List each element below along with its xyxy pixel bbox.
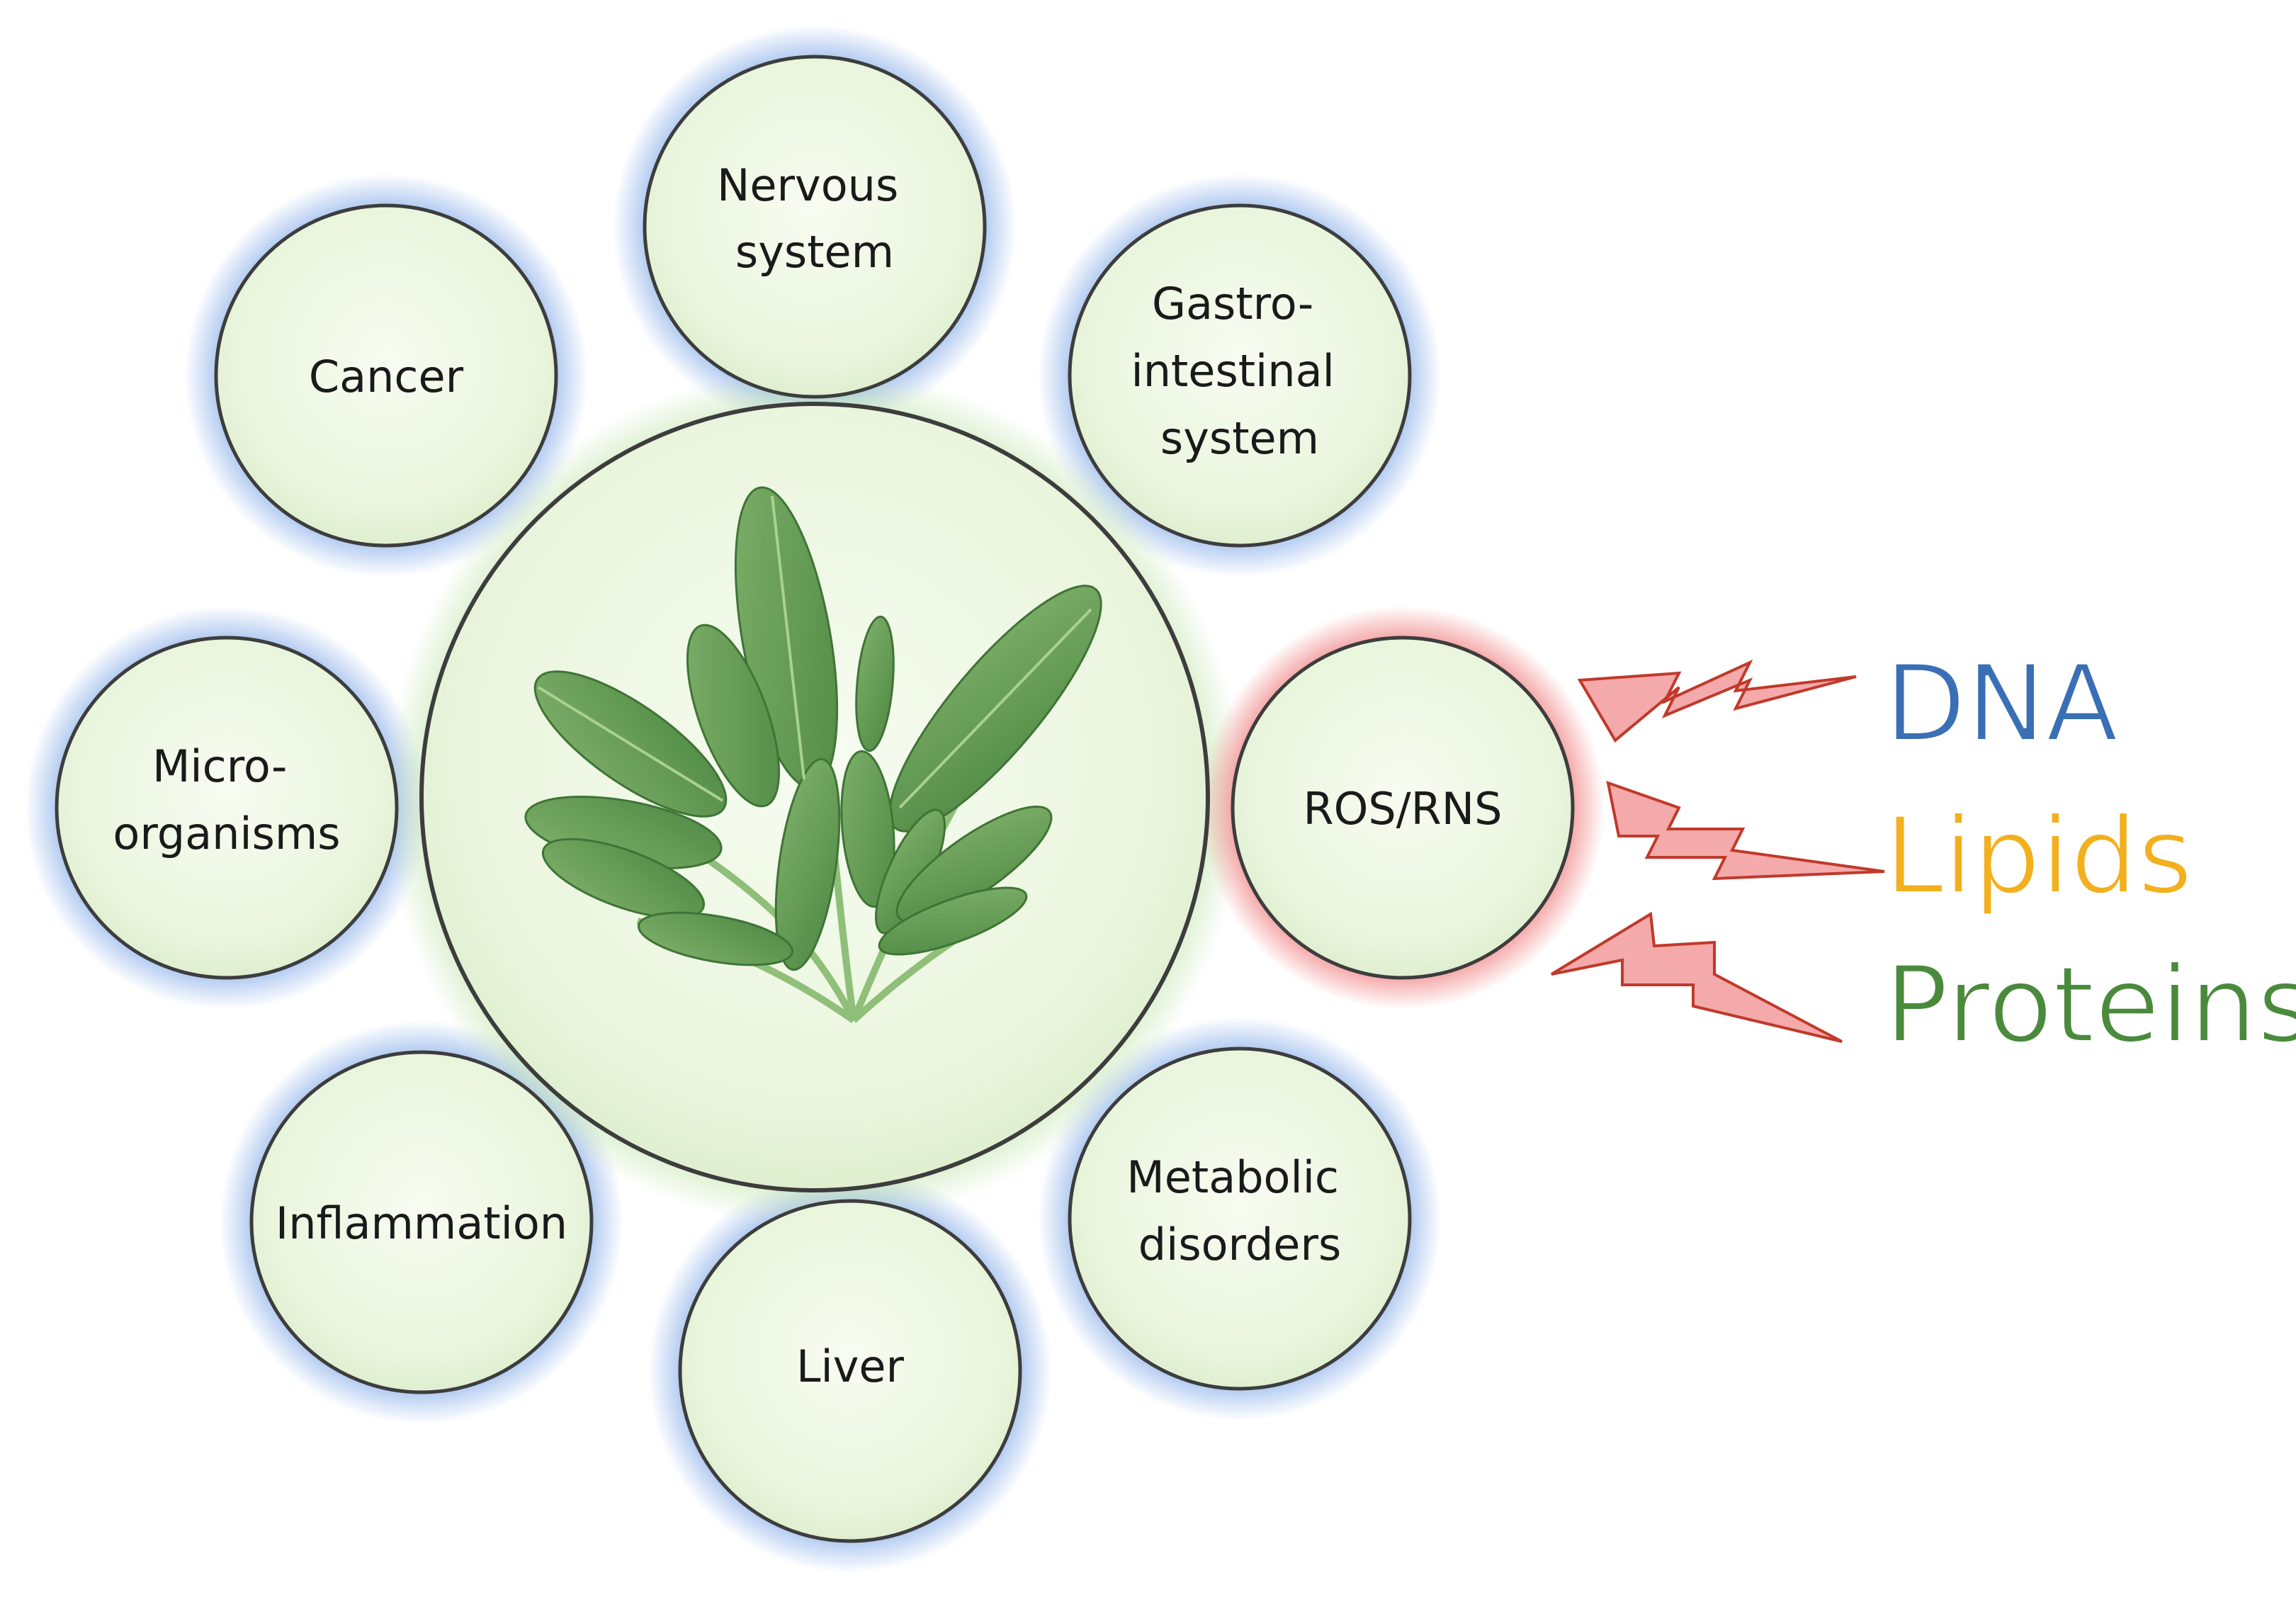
- node-label: Micro- organisms: [113, 740, 340, 859]
- node-label: Cancer: [309, 351, 464, 402]
- node-label: Liver: [796, 1341, 905, 1392]
- lightning-bolts: [1550, 659, 1885, 1043]
- node-label: Metabolic disorders: [1126, 1151, 1353, 1270]
- lightning-bolt-icon: [1606, 780, 1885, 881]
- target-lipids: Lipids: [1884, 795, 2193, 918]
- node-label: Nervous system: [717, 159, 912, 278]
- node-cancer: Cancer: [214, 203, 558, 548]
- target-proteins: Proteins: [1884, 944, 2296, 1067]
- node-label: Gastro- intestinal system: [1131, 278, 1348, 464]
- lightning-bolt-icon: [1577, 659, 1857, 743]
- node-liver: Liver: [678, 1199, 1022, 1543]
- node-gastrointestinal-system: Gastro- intestinal system: [1068, 203, 1412, 548]
- node-microorganisms: Micro- organisms: [55, 636, 399, 980]
- node-metabolic-disorders: Metabolic disorders: [1068, 1047, 1412, 1391]
- node-nervous-system: Nervous system: [643, 55, 987, 399]
- node-inflammation: Inflammation: [249, 1050, 594, 1394]
- sage-plant-icon: [524, 486, 1102, 1024]
- target-dna: DNA: [1884, 643, 2118, 766]
- node-ros-rns: ROS/RNS: [1231, 636, 1575, 980]
- node-label: ROS/RNS: [1303, 783, 1503, 835]
- lightning-bolt-icon: [1550, 911, 1843, 1043]
- node-label: Inflammation: [276, 1197, 567, 1249]
